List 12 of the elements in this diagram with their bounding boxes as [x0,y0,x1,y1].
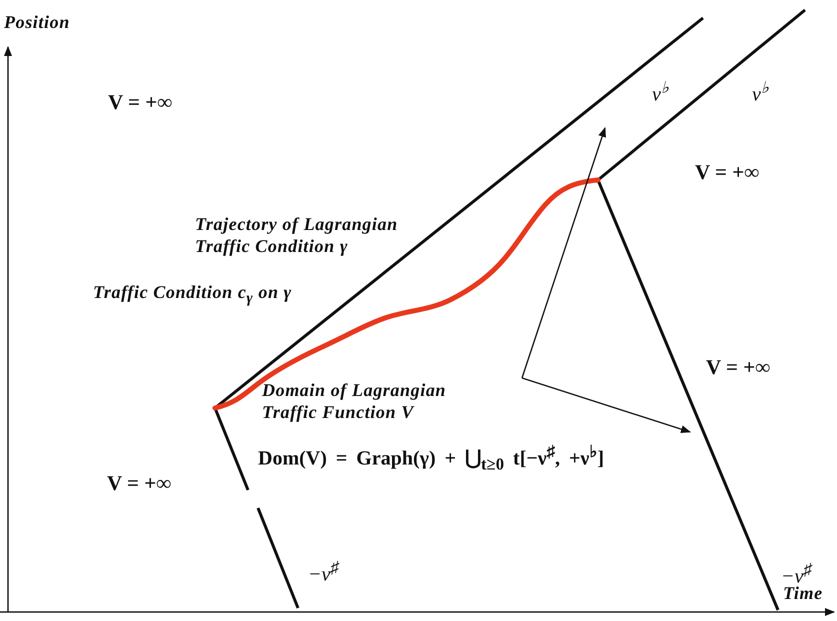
annotation-text: Traffic Condition c$_{γ}$ on γ [93,282,292,308]
annotation-text: Domain of Lagrangian Traffic Function V [262,380,448,424]
speed-label: ν$^{♭}$ [652,78,669,107]
value-label: V = +∞ [706,355,770,380]
speed-label: −ν$^{♯}$ [308,558,339,587]
speed-label: ν$^{♭}$ [752,78,769,107]
value-label: V = +∞ [107,471,172,496]
value-label: V = +∞ [695,160,760,186]
annotation-text: Trajectory of Lagrangian Traffic Condition γ [195,214,399,258]
axis-label: Position [4,12,70,34]
value-label: V = +∞ [108,90,172,116]
domain-formula: Dom(V) = Graph(γ) + ⋃$_{t≥0}$ t[−ν$^{♯}$, +ν$^{♭}$] [258,442,604,475]
